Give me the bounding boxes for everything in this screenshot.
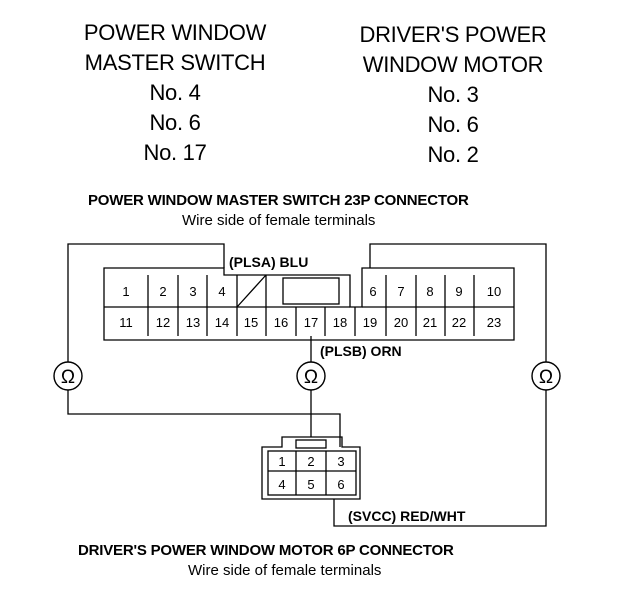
switch-header-line1: POWER WINDOW [83,20,267,45]
pin-1: 1 [122,284,129,299]
motor-pin-1: 1 [278,454,285,469]
connector-6p-outline [261,436,361,500]
ohmmeter-right [531,361,561,391]
pin-16: 16 [274,315,288,330]
motor-pin-1: No. 3 [427,82,479,107]
pin-9: 9 [455,284,462,299]
pin-6: 6 [369,284,376,299]
pin-17: 17 [304,315,318,330]
switch-header-line2: MASTER SWITCH [84,50,266,75]
ohm-symbol-center: Ω [304,367,318,388]
ohmmeter-center [296,361,326,391]
pin-11: 11 [119,315,133,330]
motor-header: DRIVER'S POWER WINDOW MOTOR No. 3 No. 6 … [318,20,588,170]
pin-20: 20 [394,315,408,330]
pin-19: 19 [363,315,377,330]
pin-7: 7 [397,284,404,299]
pin-3: 3 [189,284,196,299]
pin-21: 21 [423,315,437,330]
motor-header-line1: DRIVER'S POWER [359,22,547,47]
switch-pin-3: No. 17 [143,140,207,165]
pin-10: 10 [487,284,501,299]
switch-header: POWER WINDOW MASTER SWITCH No. 4 No. 6 N… [40,18,310,168]
pin-23: 23 [487,315,501,330]
ohmmeter-left [53,361,83,391]
pin-22: 22 [452,315,466,330]
wire-label-plsa: (PLSA) BLU [229,254,309,270]
motor-pin-3: No. 2 [427,142,479,167]
motor-pin-3: 3 [337,454,344,469]
ohm-symbol-left: Ω [61,367,75,388]
pin-18: 18 [333,315,347,330]
connector-23p-title: POWER WINDOW MASTER SWITCH 23P CONNECTOR [88,192,469,209]
ohm-symbol-right: Ω [539,367,553,388]
motor-pin-2: 2 [307,454,314,469]
wire-label-plsb: (PLSB) ORN [320,343,402,359]
pin-14: 14 [215,315,229,330]
motor-pin-5: 5 [307,477,314,492]
pin-12: 12 [156,315,170,330]
switch-pin-2: No. 6 [149,110,201,135]
motor-pin-6: 6 [337,477,344,492]
motor-pin-4: 4 [278,477,285,492]
pin-8: 8 [426,284,433,299]
motor-pin-2: No. 6 [427,112,479,137]
blank-cavity-slash [236,274,267,308]
pin-13: 13 [186,315,200,330]
connector-6p-title: DRIVER'S POWER WINDOW MOTOR 6P CONNECTOR [78,542,454,559]
motor-header-line2: WINDOW MOTOR [362,52,544,77]
switch-pin-1: No. 4 [149,80,201,105]
pin-4: 4 [218,284,225,299]
pin-2: 2 [159,284,166,299]
pin-15: 15 [244,315,258,330]
wire-label-svcc: (SVCC) RED/WHT [348,508,466,524]
connector-lock-tab [282,277,340,305]
connector-23p-subtitle: Wire side of female terminals [182,212,376,229]
connector-6p-subtitle: Wire side of female terminals [188,562,382,579]
